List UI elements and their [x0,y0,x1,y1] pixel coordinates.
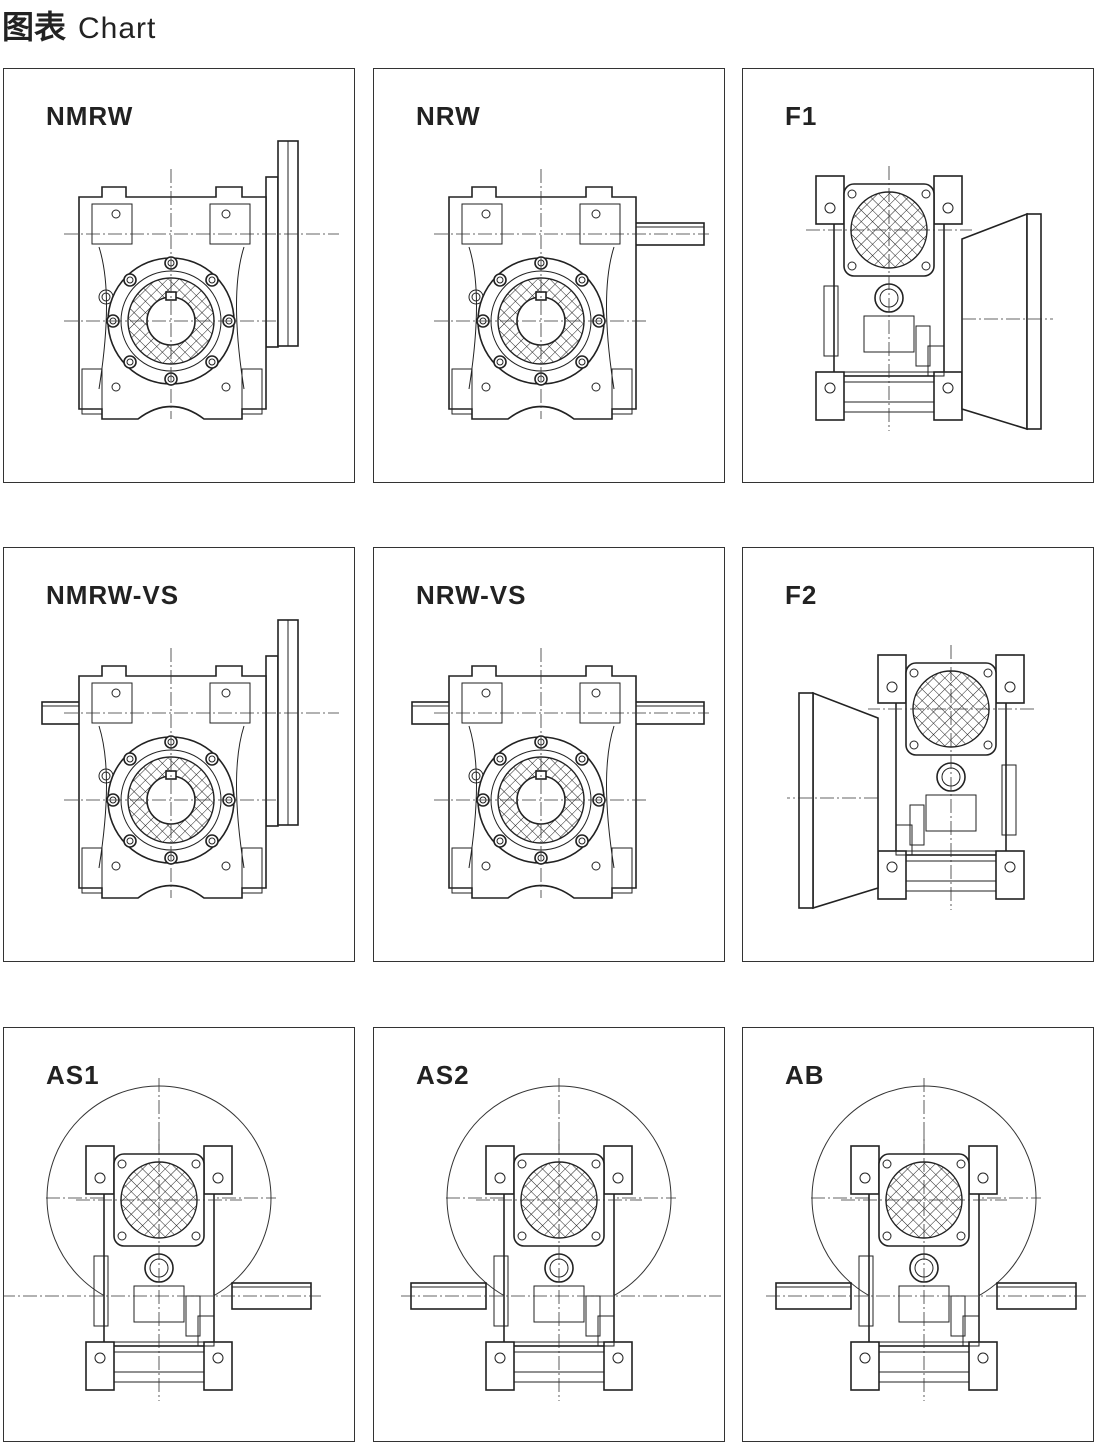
bolt-hole [493,273,507,287]
panel-as2: AS2 [373,1027,725,1442]
gearbox-drawing [806,166,1053,431]
center-lines [476,1136,642,1401]
gearbox-drawing [787,645,1034,910]
panel-as1: AS1 [3,1027,355,1442]
gearbox-drawing [411,648,709,899]
gearbox-drawing [766,1078,1086,1401]
panel-nrw: NRW [373,68,725,483]
bolt-hole [123,273,137,287]
panel-label: NRW [416,101,481,131]
center-lines [434,648,709,898]
gearbox-drawing [64,140,339,420]
panel-f2: F2 [742,547,1094,962]
panel-label: AB [785,1060,825,1090]
bolt-hole [575,355,589,369]
center-lines [64,648,339,898]
bolt-hole [493,834,507,848]
bolt-hole [493,355,507,369]
gearbox-drawing [401,1078,721,1401]
center-lines [841,1136,1007,1401]
gearbox-drawing [41,619,339,899]
panel-label: NMRW [46,101,134,131]
motor-flange [787,691,879,910]
center-lines [64,169,339,419]
motor-flange [265,619,299,827]
bolt-hole [205,752,219,766]
panel-nmrw-vs: NMRW-VS [3,547,355,962]
page-title: 图表 Chart [2,2,156,48]
panel-label: AS1 [46,1060,100,1090]
bolt-hole [123,355,137,369]
panel-label: F2 [785,580,818,610]
bolt-hole [575,273,589,287]
panel-label: NMRW-VS [46,580,180,610]
panel-label: NRW-VS [416,580,527,610]
bolt-hole [205,834,219,848]
center-lines [76,1136,242,1401]
panel-ab: AB [742,1027,1094,1442]
motor-flange [961,212,1053,431]
title-english: Chart [78,12,157,45]
motor-flange [265,140,299,348]
center-lines [806,166,972,431]
panel-label: AS2 [416,1060,470,1090]
bolt-hole [123,752,137,766]
bolt-hole [493,752,507,766]
bolt-hole [205,273,219,287]
title-chinese: 图表 [2,8,67,46]
panel-f1: F1 [742,68,1094,483]
bolt-hole [575,834,589,848]
center-lines [868,645,1034,910]
panel-label: F1 [785,101,818,131]
panel-nmrw: NMRW [3,68,355,483]
gearbox-drawing [434,169,709,420]
panel-nrw-vs: NRW-VS [373,547,725,962]
center-lines [434,169,709,419]
gearbox-drawing [4,1078,321,1401]
bolt-hole [575,752,589,766]
bolt-hole [123,834,137,848]
bolt-hole [205,355,219,369]
